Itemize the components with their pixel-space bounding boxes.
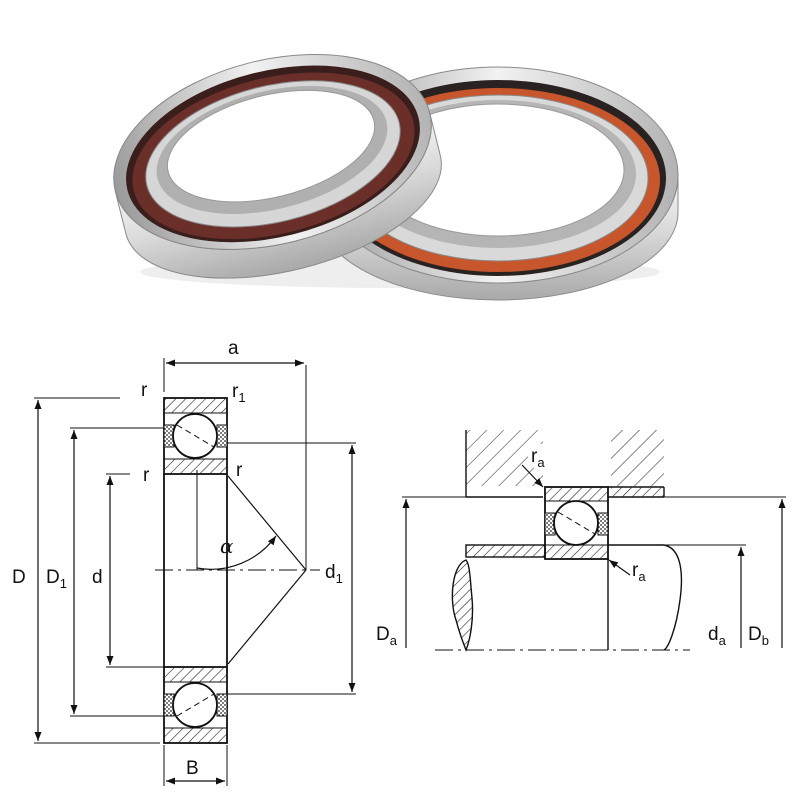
label-d1: d1 (325, 562, 343, 586)
label-D: D (12, 567, 26, 588)
bearing-section-drawing (34, 358, 356, 786)
bearing-photo (113, 53, 679, 301)
mounting-drawing (402, 430, 786, 652)
label-da: da (708, 624, 727, 648)
shaft-end (451, 559, 474, 652)
ra-leader-right (608, 559, 631, 576)
shaft-shoulder (465, 544, 546, 558)
label-Da: Da (376, 624, 398, 648)
label-D1: D1 (46, 567, 67, 591)
label-d: d (92, 567, 103, 588)
ra-leader-top (521, 464, 544, 488)
label-r-mid-right: r (236, 460, 243, 481)
label-r-mid-left: r (143, 465, 150, 486)
label-a: a (228, 338, 239, 359)
label-ra-top: ra (531, 446, 545, 470)
left-labels: a r r1 r r α D D1 d d1 B (12, 338, 343, 779)
alpha-arc (196, 535, 277, 570)
label-alpha: α (220, 534, 234, 558)
right-labels: ra ra Da da Db (376, 444, 769, 648)
label-r-top: r (141, 380, 148, 401)
label-Db: Db (748, 624, 769, 648)
label-r1: r1 (232, 381, 246, 405)
bearing-left (113, 53, 442, 279)
label-B: B (186, 758, 199, 779)
label-ra-right: ra (632, 560, 646, 584)
